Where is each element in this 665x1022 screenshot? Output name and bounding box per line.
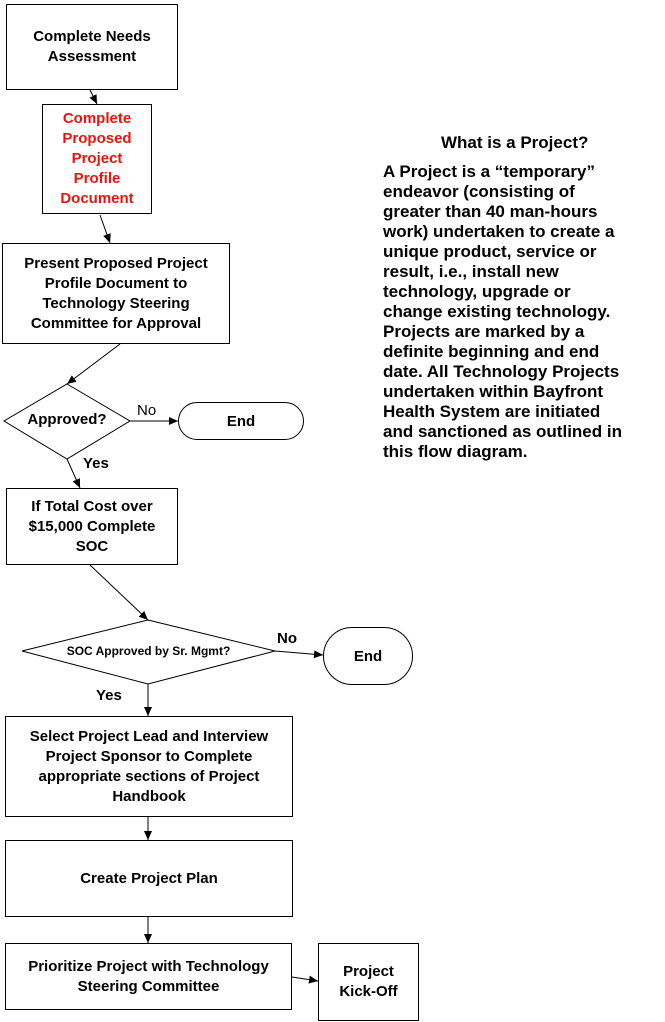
step-kickoff-label: Project Kick-Off: [339, 963, 398, 1000]
step-needs-assessment: Complete Needs Assessment: [6, 4, 178, 90]
arrow-present-to-approved: [66, 343, 121, 385]
step-select-lead-label: Select Project Lead and Interview Projec…: [29, 727, 269, 805]
soc-yes-label: Yes: [96, 687, 122, 704]
end-terminal-1: End: [178, 402, 304, 440]
step-prioritize: Prioritize Project with Technology Steer…: [5, 943, 292, 1010]
step-kickoff: Project Kick-Off: [318, 943, 419, 1021]
arrow-soc-to-decision: [89, 564, 149, 621]
step-needs-assessment-label: Complete Needs Assessment: [33, 28, 151, 65]
sidebar-title: What is a Project?: [441, 133, 589, 152]
arrow-approved-yes: [66, 458, 81, 489]
step-complete-soc: If Total Cost over $15,000 Complete SOC: [6, 488, 178, 565]
step-select-lead: Select Project Lead and Interview Projec…: [5, 716, 293, 817]
step-prioritize-label: Prioritize Project with Technology Steer…: [28, 957, 269, 995]
decision-approved-label: Approved?: [27, 411, 107, 428]
soc-no-label: No: [277, 630, 297, 647]
step-present-profile-label: Present Proposed Project Profile Documen…: [24, 254, 208, 332]
arrow-profile-to-present: [99, 214, 111, 244]
arrow-soc-no: [274, 650, 324, 659]
arrow-needs-to-profile: [89, 89, 98, 105]
end-terminal-2: End: [323, 627, 413, 685]
decision-soc-label: SOC Approved by Sr. Mgmt?: [66, 644, 231, 658]
end-terminal-2-label: End: [353, 647, 383, 665]
step-project-profile-label: Complete Proposed Project Profile Docume…: [60, 110, 134, 207]
approved-no-label: No: [137, 402, 157, 419]
step-create-plan: Create Project Plan: [5, 840, 293, 917]
approved-yes-label: Yes: [83, 455, 109, 472]
step-present-profile: Present Proposed Project Profile Documen…: [2, 243, 230, 344]
end-terminal-1-label: End: [226, 412, 256, 430]
step-create-plan-label: Create Project Plan: [80, 869, 218, 887]
sidebar-body: A Project is a “temporary” endeavor (con…: [383, 162, 622, 461]
step-project-profile: Complete Proposed Project Profile Docume…: [42, 104, 152, 214]
step-complete-soc-label: If Total Cost over $15,000 Complete SOC: [28, 497, 156, 555]
arrow-prioritize-to-kickoff: [291, 975, 319, 984]
